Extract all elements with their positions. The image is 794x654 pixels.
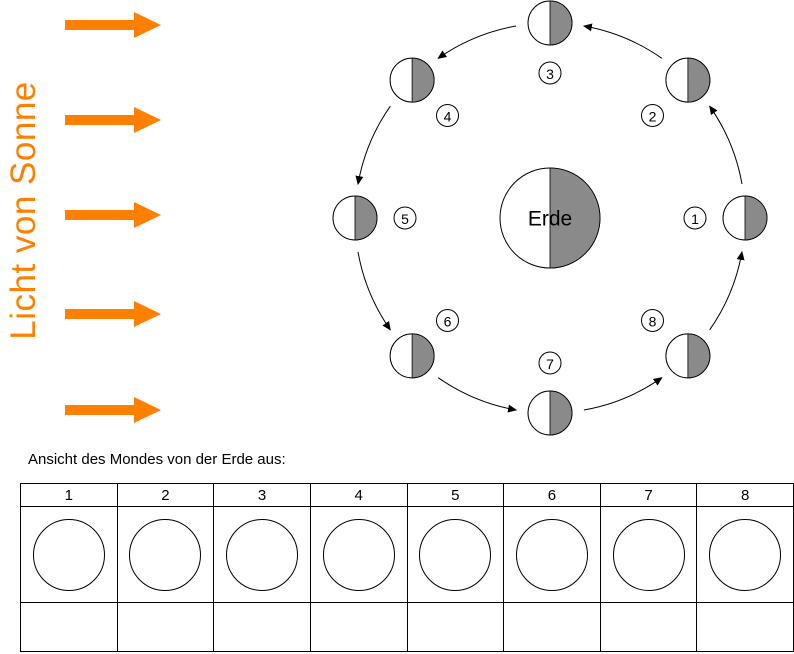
moon-sketch-cell <box>309 506 408 603</box>
phase-answer-cell <box>406 602 505 652</box>
moon-outline-circle <box>129 518 202 591</box>
phase-column-header: 7 <box>599 483 698 507</box>
arrow-head <box>134 301 161 327</box>
phase-answer-cell <box>696 602 794 652</box>
phase-column-header: 2 <box>116 483 215 507</box>
moon-shadow-half <box>411 333 435 379</box>
arrow-head <box>134 12 161 38</box>
moon-sketch-cell <box>20 506 118 603</box>
moon-outline-circle <box>322 518 395 591</box>
moon-outline-circle <box>515 518 588 591</box>
moon-shadow-half <box>744 195 768 241</box>
orbit-direction-arrow <box>357 251 391 331</box>
sun-ray-arrow <box>65 202 161 228</box>
moon-position-2: 2 <box>641 57 711 127</box>
orbit-direction-arrow <box>709 250 745 331</box>
moon-sketch-cell <box>213 506 311 603</box>
orbit-direction-arrow <box>709 105 743 185</box>
moon-number-badge <box>538 61 562 85</box>
arrow-head <box>134 202 161 228</box>
arrow-head <box>134 107 161 133</box>
moon-number-label: 7 <box>546 356 554 372</box>
moon-number-badge <box>436 309 459 332</box>
arrow-shaft <box>65 115 135 125</box>
moon-outline-circle <box>612 518 685 591</box>
orbit-direction-arrow <box>437 377 518 413</box>
phase-column-header: 1 <box>20 483 118 507</box>
moon-outline-circle <box>32 518 105 591</box>
sun-ray-arrow <box>65 12 161 38</box>
moon-shadow-half <box>549 390 573 436</box>
phase-column-header: 3 <box>213 483 311 507</box>
phase-answer-cell <box>599 602 698 652</box>
earth-shadow-half <box>549 167 601 269</box>
moon-sketch-cell <box>116 506 215 603</box>
moon-number-badge <box>641 104 664 127</box>
arrow-shaft <box>65 405 135 415</box>
phase-column-header: 5 <box>406 483 505 507</box>
moon-number-badge <box>538 351 562 375</box>
arrow-head <box>134 397 161 423</box>
moon-number-label: 8 <box>649 314 657 330</box>
moon-outline-circle <box>226 518 299 591</box>
phase-answer-cell <box>20 602 118 652</box>
phase-answer-cell <box>116 602 215 652</box>
moon-sketch-cell <box>503 506 601 603</box>
moon-number-label: 5 <box>401 211 409 227</box>
moon-number-label: 6 <box>444 314 452 330</box>
moon-number-label: 4 <box>444 109 452 125</box>
moon-number-badge <box>641 309 664 332</box>
phase-answer-cell <box>503 602 601 652</box>
moon-shadow-half <box>354 195 378 241</box>
moon-number-label: 1 <box>691 211 699 227</box>
arrow-shaft <box>65 210 135 220</box>
moon-number-badge <box>393 206 417 230</box>
moon-sketch-cell <box>696 506 794 603</box>
phase-column-header: 8 <box>696 483 794 507</box>
moon-position-7: 7 <box>527 351 573 436</box>
earth: Erde <box>499 167 601 269</box>
orbit-direction-arrow <box>437 25 517 59</box>
moon-position-4: 4 <box>389 57 459 127</box>
moon-shadow-half <box>549 0 573 46</box>
orbit-direction-arrow <box>355 105 391 186</box>
arrow-shaft <box>65 20 135 30</box>
moon-sketch-cell <box>406 506 505 603</box>
moon-position-5: 5 <box>332 195 417 241</box>
arrow-shaft <box>65 309 135 319</box>
moon-number-badge <box>436 104 459 127</box>
moon-number-badge <box>683 206 707 230</box>
moon-number-label: 2 <box>649 109 657 125</box>
phase-answer-cell <box>213 602 311 652</box>
moon-shadow-half <box>687 57 711 103</box>
sun-ray-arrow <box>65 107 161 133</box>
moon-position-6: 6 <box>389 309 459 379</box>
moon-outline-circle <box>419 518 492 591</box>
moon-shadow-half <box>687 333 711 379</box>
sun-ray-arrow <box>65 397 161 423</box>
orbit-direction-arrow <box>582 23 663 59</box>
phase-column-header: 4 <box>309 483 408 507</box>
orbit-direction-arrow <box>583 377 663 411</box>
earth-label: Erde <box>528 208 572 231</box>
sun-ray-arrow <box>65 301 161 327</box>
moon-position-8: 8 <box>641 309 711 379</box>
phase-answer-cell <box>309 602 408 652</box>
moon-position-1: 1 <box>683 195 768 241</box>
moon-position-3: 3 <box>527 0 573 85</box>
moon-number-label: 3 <box>546 66 554 82</box>
moon-sketch-cell <box>599 506 698 603</box>
moon-outline-circle <box>709 518 782 591</box>
phase-column-header: 6 <box>503 483 601 507</box>
moon-shadow-half <box>411 57 435 103</box>
moon-phase-orbit-diagram: Erde 1 2 3 4 5 6 7 8 <box>332 0 768 436</box>
table-caption: Ansicht des Mondes von der Erde aus: <box>28 451 286 468</box>
